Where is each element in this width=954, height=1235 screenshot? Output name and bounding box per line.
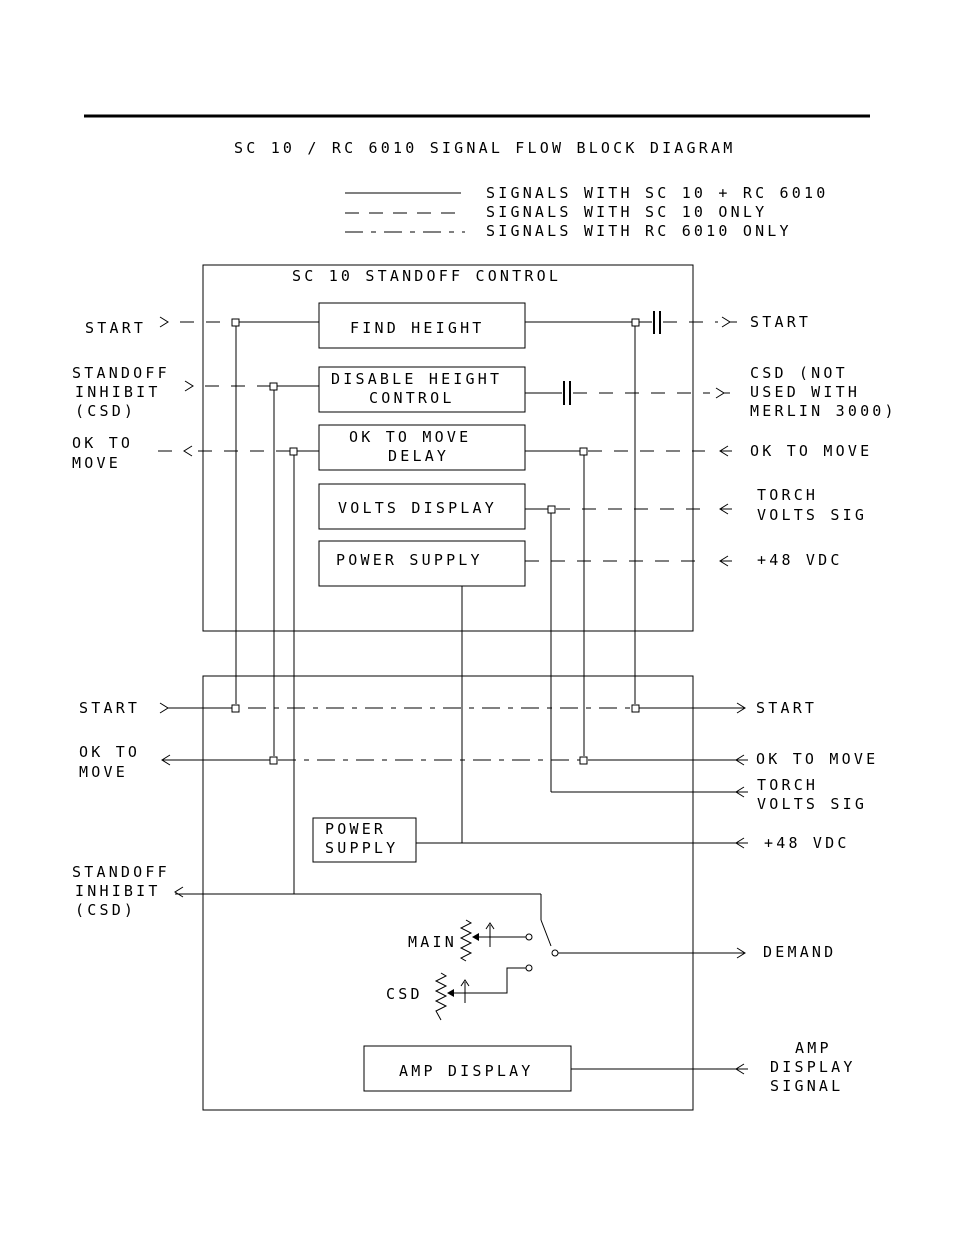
amp-display-label: AMP DISPLAY — [399, 1062, 534, 1080]
sc10-right-used-with: USED WITH — [750, 383, 860, 401]
rc-right-amp: AMP — [795, 1039, 832, 1057]
legend: SIGNALS WITH SC 10 + RC 6010 SIGNALS WIT… — [345, 184, 828, 240]
sc10-left-csd: (CSD) — [75, 402, 136, 420]
sc10-right-merlin: MERLIN 3000) — [750, 402, 897, 420]
rc-right-start: START — [756, 699, 817, 717]
sc10-power-supply-block — [318, 540, 526, 587]
rc-right-ok-to-move: OK TO MOVE — [756, 750, 878, 768]
rc-right-demand: DEMAND — [763, 943, 836, 961]
rc-left-ok-to: OK TO — [79, 743, 140, 761]
sc10-left-inhibit: INHIBIT — [75, 383, 161, 401]
sc10-right-vdc: +48 VDC — [757, 551, 843, 569]
rc-left-inhibit: INHIBIT — [75, 882, 161, 900]
rc-left-move: MOVE — [79, 763, 128, 781]
sc10-left-move: MOVE — [72, 454, 121, 472]
legend-solid-label: SIGNALS WITH SC 10 + RC 6010 — [486, 184, 828, 202]
sc10-left-standoff: STANDOFF — [72, 364, 170, 382]
disable-height-label-2: CONTROL — [369, 389, 455, 407]
ok-to-move-delay-block — [318, 424, 526, 471]
csd-pot-label: CSD — [386, 985, 423, 1003]
rc-left-standoff: STANDOFF — [72, 863, 170, 881]
find-height-label: FIND HEIGHT — [350, 319, 485, 337]
sc10-right-torch: TORCH — [757, 486, 818, 504]
sc10-right-start: START — [750, 313, 811, 331]
rc-right-display: DISPLAY — [770, 1058, 856, 1076]
ok-delay-label-1: OK TO MOVE — [349, 428, 471, 446]
sc10-signal-lines — [158, 311, 737, 894]
rc-left-csd: (CSD) — [75, 901, 136, 919]
sc10-right-volts-sig: VOLTS SIG — [757, 506, 867, 524]
sc10-right-ok-to-move: OK TO MOVE — [750, 442, 872, 460]
rc-right-volts-sig: VOLTS SIG — [757, 795, 867, 813]
main-pot-label: MAIN — [408, 933, 457, 951]
disable-height-block — [318, 366, 526, 413]
legend-dashed-label: SIGNALS WITH SC 10 ONLY — [486, 203, 767, 221]
rc-right-torch: TORCH — [757, 776, 818, 794]
sc10-title: SC 10 STANDOFF CONTROL — [292, 267, 561, 285]
sc10-power-supply-label: POWER SUPPLY — [336, 551, 483, 569]
amp-display-block — [363, 1045, 572, 1092]
ok-delay-label-2: DELAY — [388, 447, 449, 465]
rc-left-start: START — [79, 699, 140, 717]
sc10-left-ok-to: OK TO — [72, 434, 133, 452]
volts-display-label: VOLTS DISPLAY — [338, 499, 497, 517]
rc6010-box — [202, 675, 694, 1111]
sc10-right-csd-not: CSD (NOT — [750, 364, 848, 382]
disable-height-label-1: DISABLE HEIGHT — [331, 370, 502, 388]
rc-right-vdc: +48 VDC — [764, 834, 850, 852]
sc10-left-start: START — [85, 319, 146, 337]
rc6010-power-label-2: SUPPLY — [325, 839, 398, 857]
diagram-title: SC 10 / RC 6010 SIGNAL FLOW BLOCK DIAGRA… — [234, 139, 735, 157]
legend-dashdot-label: SIGNALS WITH RC 6010 ONLY — [486, 222, 792, 240]
rc6010-power-label-1: POWER — [325, 820, 386, 838]
find-height-block — [318, 302, 526, 349]
volts-display-block — [318, 483, 526, 530]
rc6010-signal-lines — [159, 702, 748, 1075]
rc6010-power-supply-block — [312, 817, 417, 863]
rc-right-signal: SIGNAL — [770, 1077, 843, 1095]
